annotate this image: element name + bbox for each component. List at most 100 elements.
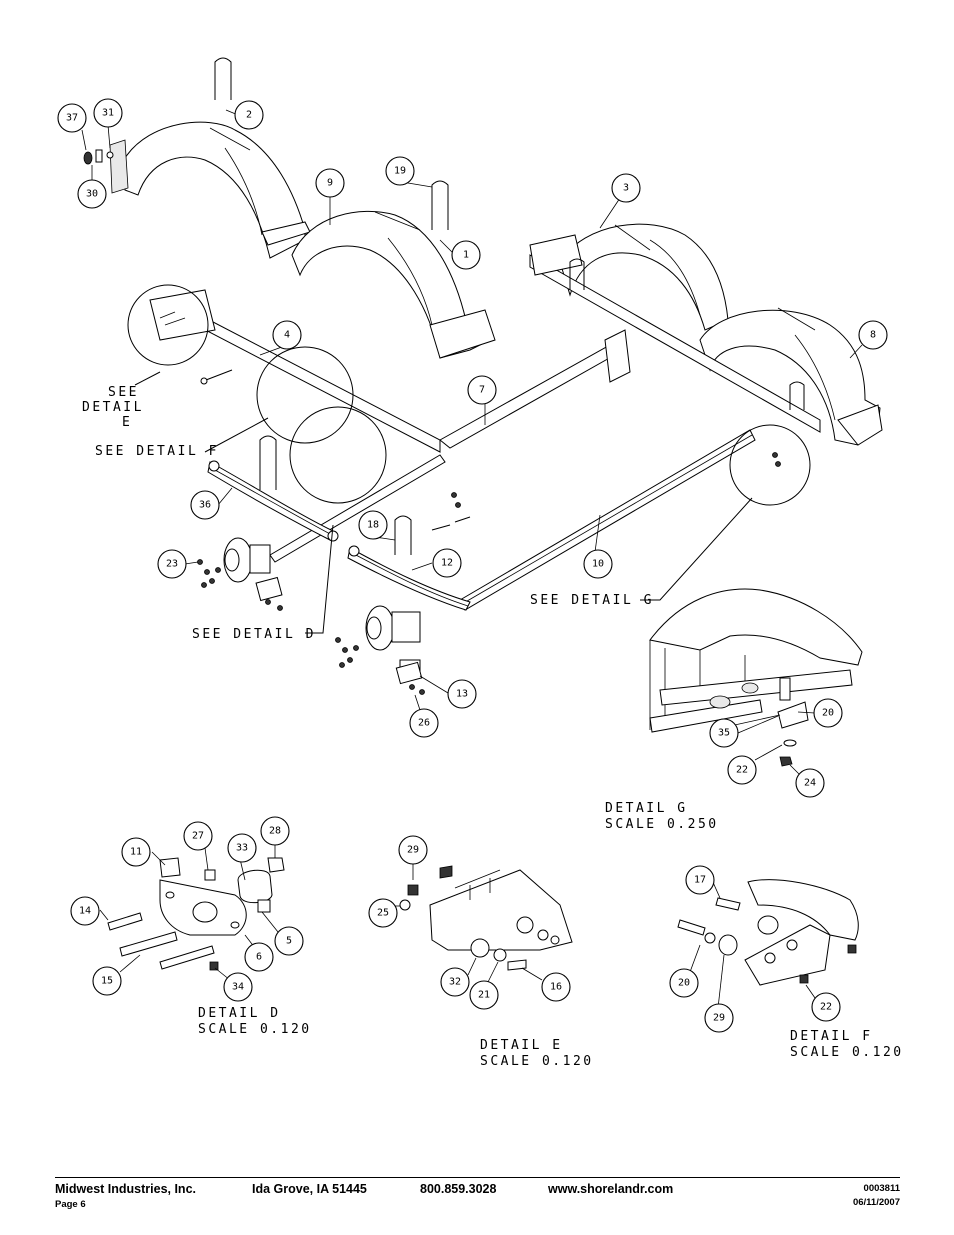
item-balloon-label: 19 <box>394 166 406 177</box>
axle-rear <box>269 454 446 563</box>
loose-bolts <box>200 369 471 531</box>
footer-page-number: Page 6 <box>55 1199 86 1210</box>
item-balloon-label: 22 <box>736 765 748 776</box>
detail-f-scale: SCALE 0.120 <box>790 1045 904 1060</box>
detail-g-title: DETAIL G <box>605 801 688 816</box>
item-balloon-label: 10 <box>592 559 604 570</box>
item-balloon-30: 30 <box>77 179 107 209</box>
item-balloon-label: 12 <box>441 558 453 569</box>
item-balloon-17: 17 <box>685 865 715 895</box>
detail-f-view <box>677 879 859 986</box>
item-balloon-label: 23 <box>166 559 178 570</box>
item-balloon-34: 34 <box>223 972 253 1002</box>
item-balloon-label: 9 <box>327 178 333 189</box>
item-balloon-18: 18 <box>358 510 388 540</box>
item-balloon-12: 12 <box>432 548 462 578</box>
item-balloon-label: 30 <box>86 189 98 200</box>
item-balloon-label: 31 <box>102 108 114 119</box>
footer-company: Midwest Industries, Inc. <box>55 1182 196 1196</box>
item-balloon-label: 20 <box>822 708 834 719</box>
main-assembly <box>83 57 883 695</box>
item-balloon-20: 20 <box>813 698 843 728</box>
item-balloon-label: 1 <box>463 250 469 261</box>
callout-e-line-2: DETAIL <box>82 400 144 415</box>
item-balloon-22: 22 <box>811 992 841 1022</box>
detail-d-scale: SCALE 0.120 <box>198 1022 312 1037</box>
item-balloon-23: 23 <box>157 549 187 579</box>
fender-front-left <box>109 121 311 259</box>
item-balloon-1: 1 <box>451 240 481 270</box>
detail-g-view <box>649 588 863 767</box>
item-balloon-label: 27 <box>192 831 204 842</box>
item-balloon-10: 10 <box>583 549 613 579</box>
item-balloon-label: 13 <box>456 689 468 700</box>
item-balloon-8: 8 <box>858 320 888 350</box>
item-balloon-label: 14 <box>79 906 91 917</box>
hardware-cluster-37-31-30 <box>83 149 114 165</box>
page-footer: Midwest Industries, Inc. Ida Grove, IA 5… <box>55 1177 900 1210</box>
item-balloon-21: 21 <box>469 980 499 1010</box>
detail-d-circle <box>289 406 387 504</box>
item-balloon-33: 33 <box>227 833 257 863</box>
item-balloon-label: 5 <box>286 936 292 947</box>
hub-13 <box>365 605 421 679</box>
item-balloon-label: 34 <box>232 982 244 993</box>
item-balloon-label: 29 <box>713 1013 725 1024</box>
detail-e-title: DETAIL E <box>480 1038 563 1053</box>
detail-e-circle <box>127 284 209 366</box>
item-balloon-label: 36 <box>199 500 211 511</box>
tie-plate-upper <box>255 576 283 602</box>
item-balloon-label: 11 <box>130 847 142 858</box>
fender-rear-right <box>699 307 883 446</box>
detail-e-view <box>399 865 573 971</box>
item-balloon-15: 15 <box>92 966 122 996</box>
item-balloon-label: 18 <box>367 520 379 531</box>
fender-front-right <box>559 223 729 331</box>
leaf-spring-36 <box>207 460 339 542</box>
item-balloon-label: 17 <box>694 875 706 886</box>
item-balloon-label: 29 <box>407 845 419 856</box>
callout-see-detail-f: SEE DETAIL F <box>95 444 219 459</box>
item-balloon-6: 6 <box>244 942 274 972</box>
item-balloon-label: 24 <box>804 778 816 789</box>
item-balloon-label: 7 <box>479 385 485 396</box>
detail-g-scale: SCALE 0.250 <box>605 817 719 832</box>
item-balloon-19: 19 <box>385 156 415 186</box>
item-balloon-29: 29 <box>398 835 428 865</box>
tie-plate-lower <box>395 661 423 685</box>
item-balloon-label: 25 <box>377 908 389 919</box>
detail-d-title: DETAIL D <box>198 1006 281 1021</box>
fender-rear-left <box>291 210 496 359</box>
footer-website: www.shorelandr.com <box>548 1182 674 1196</box>
item-balloon-label: 2 <box>246 110 252 121</box>
u-bolts <box>214 57 805 555</box>
item-balloon-24: 24 <box>795 768 825 798</box>
detail-g-circle <box>729 424 811 506</box>
item-balloon-label: 6 <box>256 952 262 963</box>
left-frame-rail <box>149 289 441 453</box>
callout-see-detail-e: SEE DETAIL E <box>82 385 144 430</box>
callout-see-detail-d: SEE DETAIL D <box>192 627 316 642</box>
item-balloon-label: 16 <box>550 982 562 993</box>
hub-23 <box>223 537 271 583</box>
callout-e-line-1: SEE <box>108 385 139 400</box>
item-balloon-16: 16 <box>541 972 571 1002</box>
footer-doc-number: 0003811 <box>863 1183 900 1194</box>
item-balloon-22: 22 <box>727 755 757 785</box>
footer-date: 06/11/2007 <box>852 1197 900 1208</box>
item-balloon-2: 2 <box>234 100 264 130</box>
item-balloon-25: 25 <box>368 898 398 928</box>
item-balloon-35: 35 <box>709 718 739 748</box>
detail-f-title: DETAIL F <box>790 1029 873 1044</box>
item-balloon-27: 27 <box>183 821 213 851</box>
item-balloon-label: 20 <box>678 978 690 989</box>
item-balloon-9: 9 <box>315 168 345 198</box>
detail-d-view <box>107 857 285 971</box>
callout-e-line-3: E <box>122 415 132 430</box>
callout-see-detail-g: SEE DETAIL G <box>530 593 654 608</box>
axle-10 <box>459 429 756 611</box>
leaf-spring-12 <box>347 545 471 611</box>
item-balloon-label: 28 <box>269 826 281 837</box>
